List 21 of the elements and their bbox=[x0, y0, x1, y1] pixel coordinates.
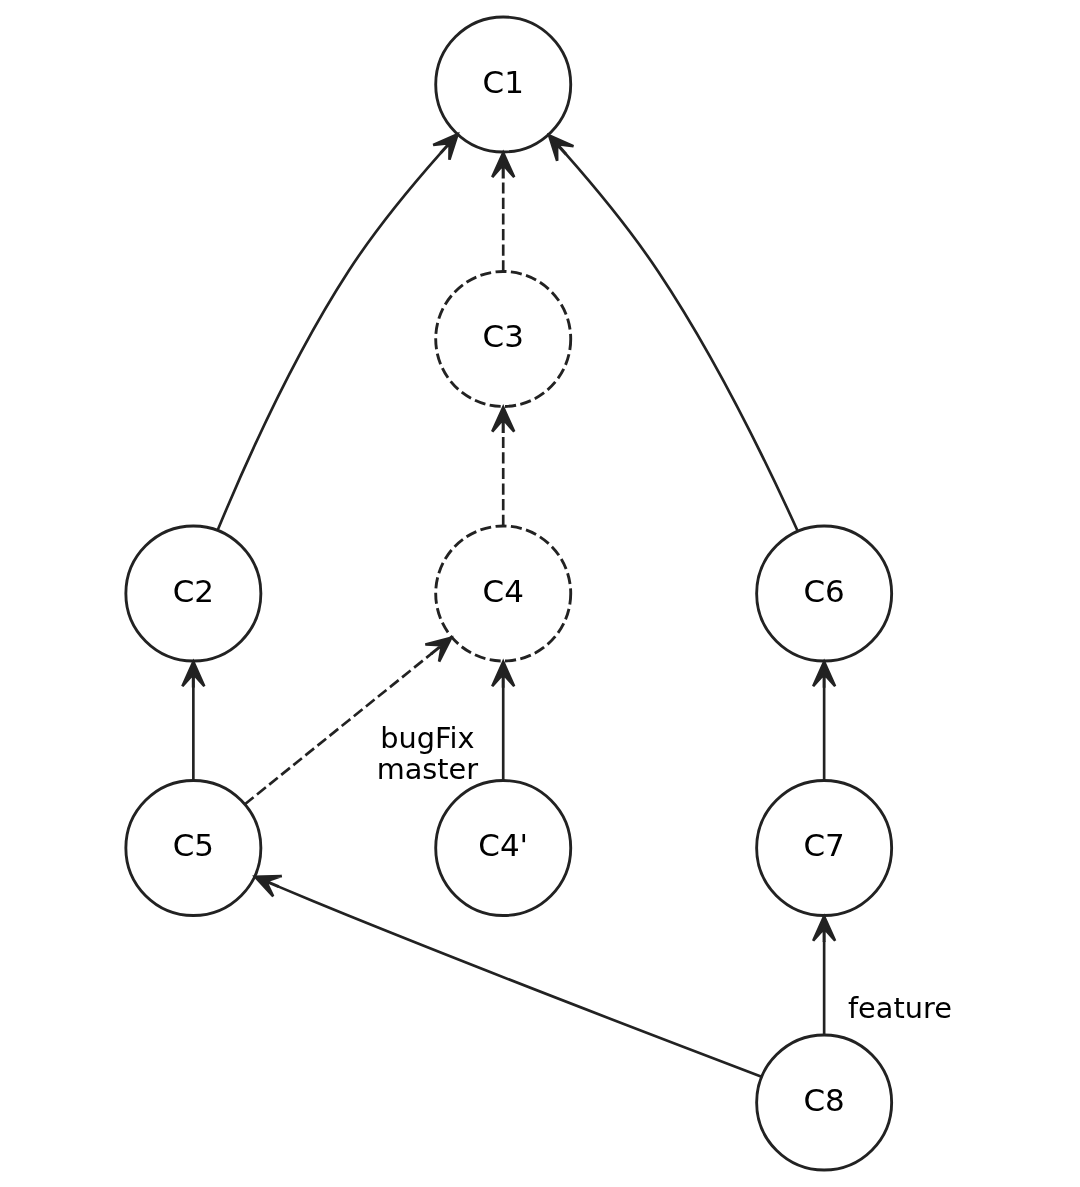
arrow bbox=[490, 660, 516, 781]
arrow bbox=[181, 660, 206, 781]
arrow bbox=[244, 636, 453, 805]
node-circle: C8 bbox=[755, 1033, 894, 1172]
node-circle: C5 bbox=[124, 779, 263, 917]
arrow bbox=[490, 151, 516, 272]
node-circle: C6 bbox=[755, 524, 894, 663]
node-circle: C2 bbox=[124, 524, 263, 663]
arrow bbox=[490, 406, 516, 526]
node-circle: C4' bbox=[434, 779, 573, 917]
node-label: feature bbox=[847, 990, 952, 1025]
arrow bbox=[811, 915, 837, 1035]
node-circle: C3 bbox=[434, 270, 573, 408]
arrow bbox=[547, 134, 799, 532]
node-circle: C1 bbox=[434, 15, 573, 154]
arrow bbox=[811, 660, 837, 781]
arrow bbox=[253, 874, 763, 1078]
node-label: bugFix bbox=[380, 720, 475, 755]
arrow bbox=[216, 132, 459, 531]
node-circle: C7 bbox=[755, 779, 894, 917]
node-circle: C4 bbox=[434, 524, 573, 663]
